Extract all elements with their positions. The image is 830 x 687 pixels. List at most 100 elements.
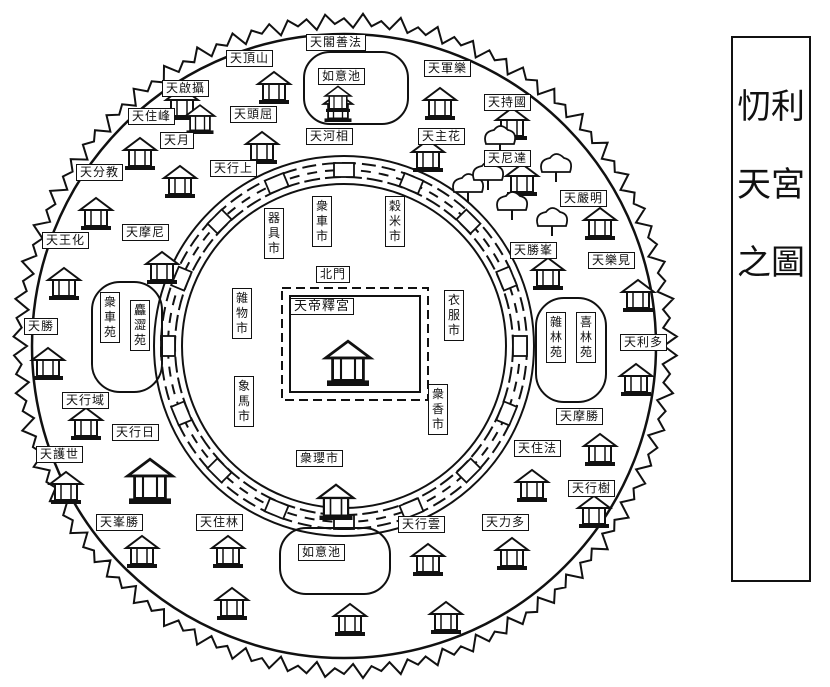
- pavilion-base: [49, 296, 79, 300]
- pavilion-body: [221, 600, 243, 616]
- pavilion-body: [131, 548, 153, 564]
- market-label: 器具市: [264, 208, 284, 259]
- palace-label: 天行日: [112, 424, 159, 441]
- north-gate-label: 北門: [316, 266, 350, 283]
- pavilion-body: [435, 614, 457, 630]
- pavilion-base: [325, 118, 352, 122]
- pavilion-base: [217, 616, 247, 620]
- palace-label: 天頭屈: [230, 106, 277, 123]
- palace-label: 天峯勝: [96, 514, 143, 531]
- palace-label: 天主花: [418, 128, 465, 145]
- palace-label: 天勝峯: [510, 242, 557, 259]
- palace-label: 天河相: [306, 128, 353, 145]
- pavilion-base: [51, 500, 81, 504]
- palace-label: 天護世: [36, 446, 83, 463]
- garden-label: 麤澀苑: [130, 300, 150, 351]
- pavilion-base: [326, 109, 350, 112]
- palace-label: 天勝: [24, 318, 58, 335]
- pavilion-body: [53, 280, 75, 296]
- pavilion-base: [517, 498, 547, 502]
- pavilion-base: [33, 376, 63, 380]
- palace-label: 天行上: [210, 160, 257, 177]
- pavilion-body: [417, 152, 439, 168]
- palace-label: 天樂見: [588, 252, 635, 269]
- pavilion-base: [81, 226, 111, 230]
- pavilion-base: [71, 436, 101, 440]
- garden-label: 雜林苑: [546, 312, 566, 363]
- pavilion-base: [413, 168, 443, 172]
- palace-label: 天持國: [484, 94, 531, 111]
- market-label: 衆車市: [312, 196, 332, 247]
- market-label: 衆瓔市: [296, 450, 343, 467]
- market-label: 衣服市: [444, 290, 464, 341]
- palace-label: 天住林: [196, 514, 243, 531]
- pavilion-base: [413, 572, 443, 576]
- pavilion-base: [147, 280, 177, 284]
- pavilion-base: [579, 524, 609, 528]
- pavilion-base: [259, 100, 289, 104]
- pavilion-base: [335, 632, 365, 636]
- market-label: 象馬市: [234, 376, 254, 427]
- pavilion-body: [75, 420, 97, 436]
- pavilion-base: [327, 380, 369, 386]
- pavilion-body: [85, 210, 107, 226]
- pavilion-body: [263, 84, 285, 100]
- pavilion-body: [521, 482, 543, 498]
- pavilion-base: [621, 392, 651, 396]
- pavilion-body: [627, 292, 649, 308]
- pavilion-body: [417, 556, 439, 572]
- pavilion-base: [585, 236, 615, 240]
- palace-label: 天力多: [482, 514, 529, 531]
- pavilion-body: [135, 476, 166, 498]
- palace-label: 天利多: [620, 334, 667, 351]
- palace-label: 天行雲: [398, 516, 445, 533]
- pavilion-base: [213, 564, 243, 568]
- palace-label: 天嚴明: [560, 190, 607, 207]
- palace-label: 天頂山: [226, 50, 273, 67]
- palace-label: 天分教: [76, 164, 123, 181]
- palace-label: 天尼達: [484, 150, 531, 167]
- garden-label: 衆車苑: [100, 292, 120, 343]
- pavilion-base: [129, 498, 171, 504]
- title-box: 忉利天宮之圖: [731, 36, 811, 582]
- pavilion-body: [429, 100, 451, 116]
- palace-label: 天啟攝: [162, 80, 209, 97]
- pavilion-base: [623, 308, 653, 312]
- pavilion-body: [217, 548, 239, 564]
- wall-gate: [334, 163, 354, 177]
- pavilion-body: [190, 116, 210, 130]
- pavilion-base: [431, 630, 461, 634]
- palace-label: 天摩勝: [556, 408, 603, 425]
- pavilion-body: [511, 176, 533, 192]
- palace-label: 天閣善法: [306, 34, 366, 51]
- pavilion-body: [333, 358, 364, 380]
- wall-gate: [513, 336, 527, 356]
- pavilion-base: [125, 166, 155, 170]
- palace-label: 天住法: [514, 440, 561, 457]
- pavilion-base: [497, 566, 527, 570]
- pavilion-base: [585, 462, 615, 466]
- pavilion-body: [55, 484, 77, 500]
- palace-label: 天行樹: [568, 480, 615, 497]
- pavilion-body: [329, 96, 347, 109]
- pavilion-body: [37, 360, 59, 376]
- palace-label: 天住峰: [128, 108, 175, 125]
- central-hall-label: 天帝釋宮: [290, 298, 354, 315]
- pavilion-base: [165, 194, 195, 198]
- palace-label: 天王化: [42, 232, 89, 249]
- pavilion-base: [320, 516, 353, 520]
- palace-label: 天摩尼: [122, 224, 169, 241]
- palace-label: 天行域: [62, 392, 109, 409]
- pavilion-body: [169, 178, 191, 194]
- pavilion-body: [625, 376, 647, 392]
- pond-label: 如意池: [298, 544, 345, 561]
- pavilion-body: [537, 270, 559, 286]
- diagram-title: 忉利天宮之圖: [733, 68, 809, 302]
- market-label: 穀米市: [385, 196, 405, 247]
- market-label: 雜物市: [232, 288, 252, 339]
- palace-label: 天軍樂: [424, 60, 471, 77]
- pond-label: 如意池: [318, 68, 365, 85]
- pavilion-body: [129, 150, 151, 166]
- palace-label: 天月: [160, 132, 194, 149]
